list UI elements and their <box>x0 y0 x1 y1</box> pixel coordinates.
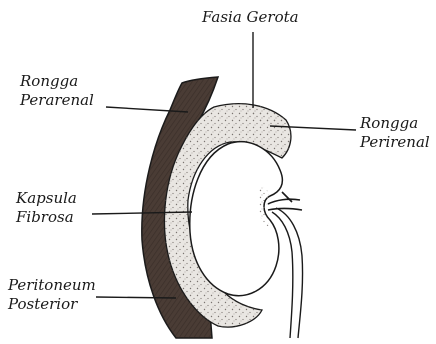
kidney <box>190 142 283 296</box>
label-rongga-perarenal: Rongga Perarenal <box>20 72 94 110</box>
label-fasia-gerota: Fasia Gerota <box>202 8 299 27</box>
label-peritoneum-posterior: Peritoneum Posterior <box>8 276 96 314</box>
leader-peritoneum-posterior <box>96 297 176 298</box>
label-kapsula-fibrosa: Kapsula Fibrosa <box>16 189 77 227</box>
label-rongga-perirenal: Rongga Perirenal <box>360 114 430 152</box>
